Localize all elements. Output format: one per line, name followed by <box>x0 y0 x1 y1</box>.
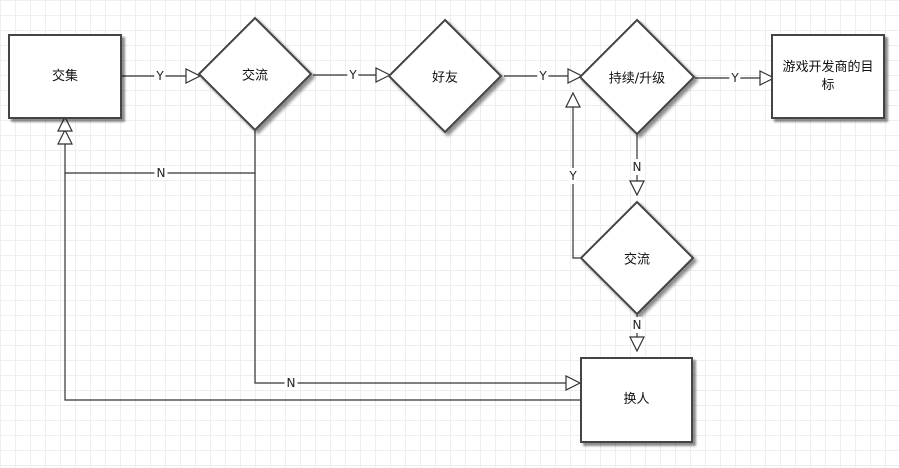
node-label: 好友 <box>431 70 459 86</box>
arrowhead-right-icon <box>565 375 582 391</box>
decision-jiaoliu-1 <box>197 16 313 132</box>
arrowhead-right-icon <box>375 67 392 83</box>
terminal-mubiao: 游戏开发商的目标 <box>771 34 885 119</box>
node-label: 换人 <box>623 392 650 407</box>
node-label: 交流 <box>241 68 269 84</box>
process-jiaoji: 交集 <box>8 34 122 119</box>
edge-label: N <box>632 317 642 333</box>
node-label: 持续/升级 <box>608 71 666 87</box>
edge-label: N <box>154 166 168 180</box>
arrowhead-right-icon <box>185 68 202 84</box>
arrowhead-up-icon <box>57 115 73 132</box>
edge-label: Y <box>729 71 741 85</box>
decision-chixu <box>578 18 696 136</box>
edge-label: Y <box>569 168 577 184</box>
edge-label: Y <box>154 69 166 83</box>
node-label: 交流 <box>623 252 651 268</box>
edge-label: N <box>284 376 298 390</box>
arrowhead-down-icon <box>629 180 645 197</box>
edge-huanren-back-to-jiaoji <box>64 173 580 401</box>
node-label: 交集 <box>51 68 78 84</box>
arrowhead-up-icon <box>57 128 73 145</box>
arrowhead-up-icon <box>565 91 581 108</box>
edge-label: Y <box>537 69 549 83</box>
arrowhead-down-icon <box>629 336 645 353</box>
edge-jiaoliu2-back-to-chixu <box>572 107 580 259</box>
arrowhead-right-icon <box>567 68 584 84</box>
arrowhead-right-icon <box>759 70 776 86</box>
node-label: 游戏开发商的目标 <box>782 59 874 93</box>
edge-label: Y <box>347 68 359 82</box>
decision-haoyou <box>387 18 503 134</box>
process-huanren: 换人 <box>580 357 693 443</box>
decision-jiaoliu-2 <box>579 200 695 316</box>
edge-jiaoliu1-to-huanren <box>254 173 568 384</box>
arrowheads <box>57 67 776 391</box>
edge-label: N <box>632 159 642 175</box>
